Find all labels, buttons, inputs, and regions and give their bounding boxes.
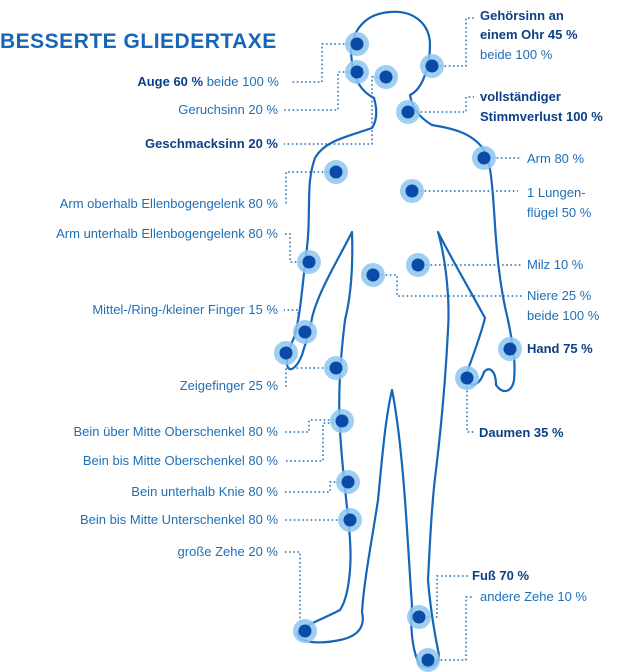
marker-fuss bbox=[407, 605, 431, 629]
label-lunge-2: flügel 50 % bbox=[527, 204, 591, 222]
label-geruch: Geruchsinn 20 % bbox=[178, 101, 278, 119]
marker-arm-rechts bbox=[472, 146, 496, 170]
label-auge: Auge 60 % beide 100 % bbox=[137, 73, 279, 91]
label-niere-2: beide 100 % bbox=[527, 307, 599, 325]
marker-auge-1 bbox=[345, 32, 369, 56]
marker-finger bbox=[293, 320, 317, 344]
label-fuss: Fuß 70 % bbox=[472, 567, 529, 585]
leader-zehe-gross bbox=[284, 552, 305, 630]
page-title: BESSERTE GLIEDERTAXE bbox=[0, 30, 277, 54]
marker-nase bbox=[374, 65, 398, 89]
label-arm: Arm 80 % bbox=[527, 150, 584, 168]
marker-gehoer bbox=[420, 54, 444, 78]
label-geschmack: Geschmacksinn 20 % bbox=[145, 135, 278, 153]
label-bein-ueber: Bein über Mitte Oberschenkel 80 % bbox=[74, 423, 279, 441]
label-arm-oberhalb: Arm oberhalb Ellenbogengelenk 80 % bbox=[60, 195, 278, 213]
label-zeigefinger: Zeigefinger 25 % bbox=[180, 377, 278, 395]
marker-knie bbox=[336, 470, 360, 494]
label-milz: Milz 10 % bbox=[527, 256, 583, 274]
marker-oberschenkel bbox=[330, 409, 354, 433]
marker-daumen bbox=[455, 366, 479, 390]
label-arm-unterhalb: Arm unterhalb Ellenbogengelenk 80 % bbox=[56, 225, 278, 243]
marker-zehe-gross bbox=[293, 619, 317, 643]
marker-niere bbox=[361, 263, 385, 287]
label-bein-bis-ober: Bein bis Mitte Oberschenkel 80 % bbox=[83, 452, 278, 470]
marker-unterschenkel bbox=[338, 508, 362, 532]
label-zehe-andere: andere Zehe 10 % bbox=[480, 588, 587, 606]
label-zehe-gross: große Zehe 20 % bbox=[178, 543, 278, 561]
label-niere-1: Niere 25 % bbox=[527, 287, 591, 305]
marker-milz bbox=[406, 253, 430, 277]
label-gehoer: Gehörsinn an bbox=[480, 7, 564, 25]
label-auge-beide: beide 100 % bbox=[203, 74, 279, 89]
label-finger: Mittel-/Ring-/kleiner Finger 15 % bbox=[92, 301, 278, 319]
leader-geruch bbox=[284, 72, 357, 110]
marker-hand-rechts bbox=[498, 337, 522, 361]
marker-auge-2 bbox=[345, 60, 369, 84]
marker-zeigefinger bbox=[324, 356, 348, 380]
marker-oberarm bbox=[324, 160, 348, 184]
label-auge-bold: Auge 60 % bbox=[137, 74, 203, 89]
marker-hand-links bbox=[274, 341, 298, 365]
label-lunge-1: 1 Lungen- bbox=[527, 184, 586, 202]
marker-zehe-andere bbox=[416, 648, 440, 672]
label-gehoer-beide: beide 100 % bbox=[480, 46, 552, 64]
label-gehoer-ohr: einem Ohr 45 % bbox=[480, 26, 578, 44]
marker-lunge bbox=[400, 179, 424, 203]
label-stimme-1: vollständiger bbox=[480, 88, 561, 106]
marker-ellenbogen bbox=[297, 250, 321, 274]
marker-kehle bbox=[396, 100, 420, 124]
label-bein-unter-knie: Bein unterhalb Knie 80 % bbox=[131, 483, 278, 501]
label-bein-bis-unter: Bein bis Mitte Unterschenkel 80 % bbox=[80, 511, 278, 529]
label-stimme-2: Stimmverlust 100 % bbox=[480, 108, 603, 126]
label-hand: Hand 75 % bbox=[527, 340, 593, 358]
label-daumen: Daumen 35 % bbox=[479, 424, 564, 442]
